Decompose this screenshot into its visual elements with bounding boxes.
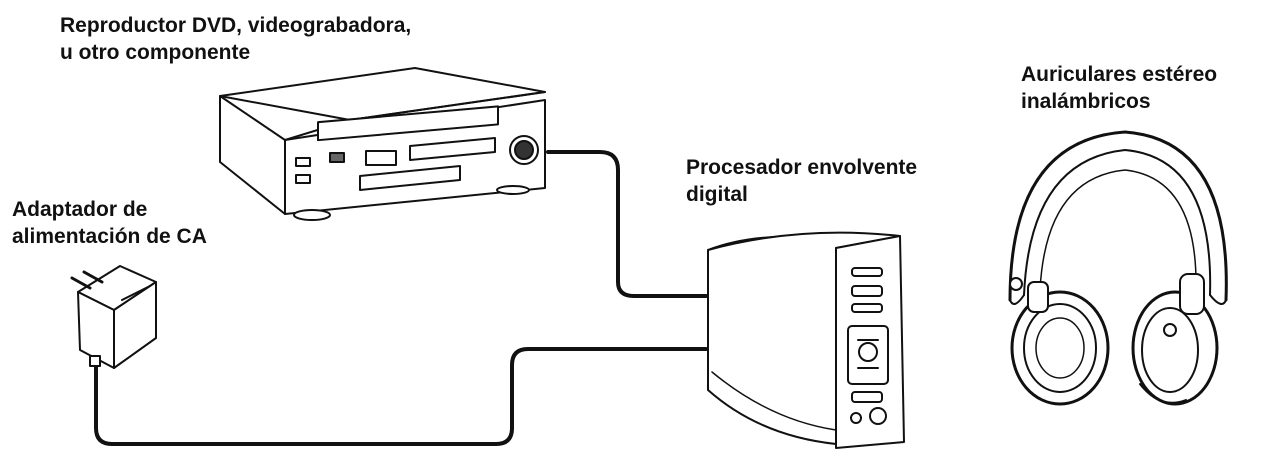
dvd-player-label: Reproductor DVD, videograbadora, u otro … [60, 12, 411, 66]
ac-adapter-icon [70, 265, 157, 369]
adapter-to-processor-cable [94, 347, 708, 446]
dvd-to-processor-cable [546, 150, 708, 298]
processor-label-line2: digital [686, 183, 748, 206]
processor-icon [707, 231, 905, 449]
processor-label-line1: Procesador envolvente [686, 156, 918, 179]
processor-label: Procesador envolvente digital [686, 154, 917, 208]
headphones-icon [1008, 130, 1228, 406]
ac-adapter-label: Adaptador de alimentación de CA [12, 196, 207, 250]
ac-adapter-label-line1: Adaptador de [12, 198, 148, 221]
headphones-label-line1: Auriculares estéreo [1021, 63, 1218, 86]
dvd-player-label-line2: u otro componente [60, 41, 251, 64]
ac-adapter-label-line2: alimentación de CA [12, 225, 207, 248]
dvd-player-icon [219, 67, 546, 221]
cables [94, 150, 708, 446]
headphones-label-line2: inalámbricos [1021, 90, 1151, 113]
headphones-label: Auriculares estéreo inalámbricos [1021, 61, 1217, 115]
dvd-player-label-line1: Reproductor DVD, videograbadora, [60, 14, 412, 37]
